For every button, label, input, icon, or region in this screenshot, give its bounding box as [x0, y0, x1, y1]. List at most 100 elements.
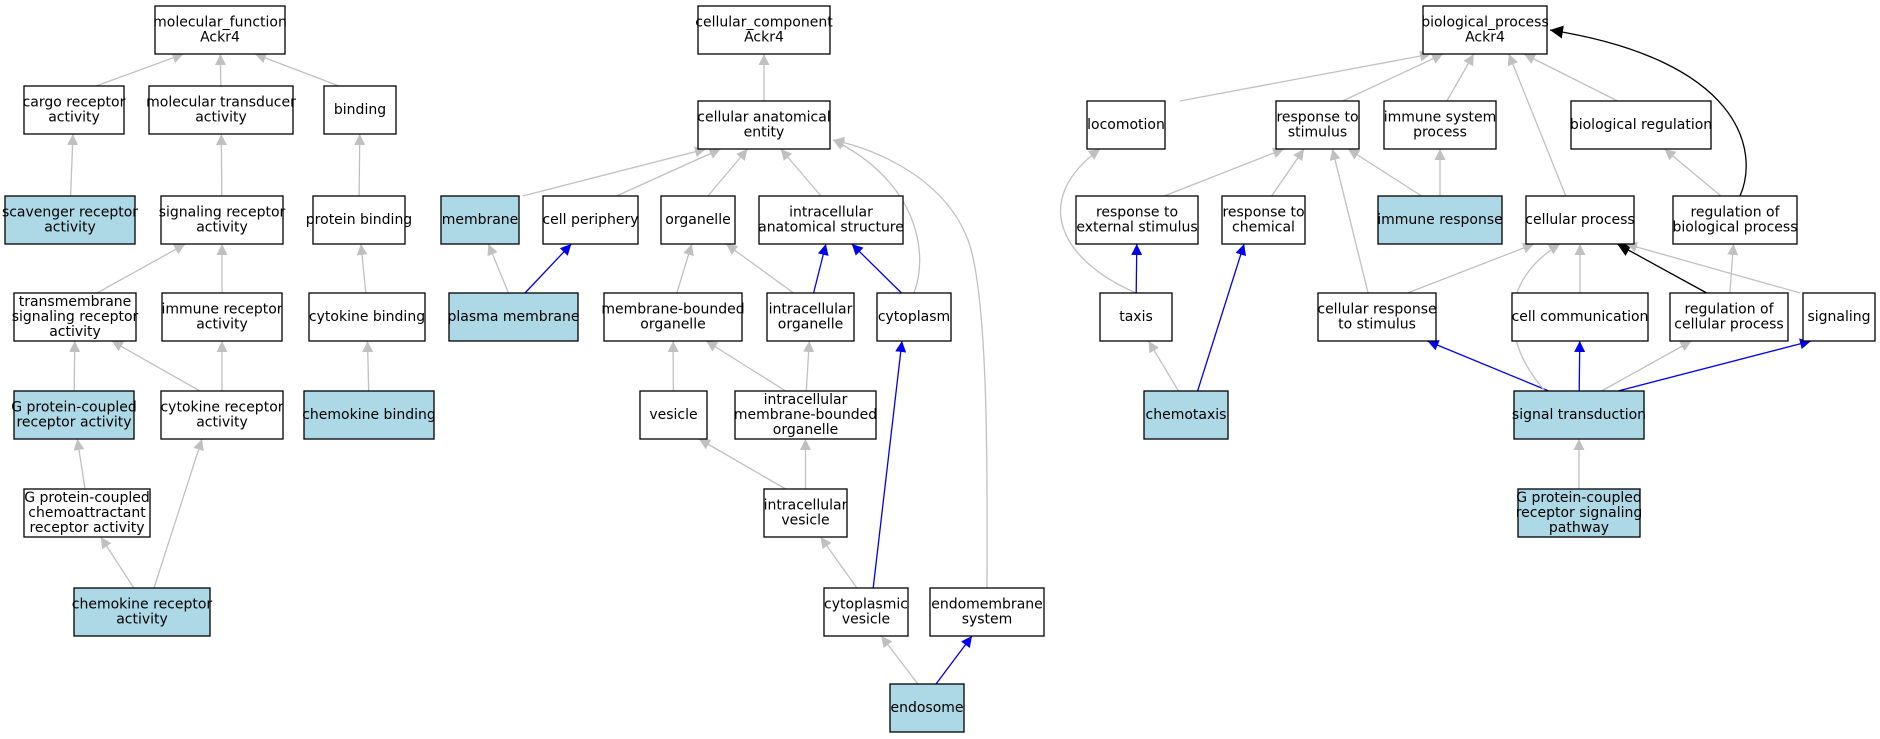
- node-box: [876, 292, 952, 342]
- node-label-line: cytokine binding: [309, 309, 425, 325]
- node-label-line: scavenger receptor: [2, 205, 138, 221]
- node-label-line: response to: [1276, 110, 1358, 126]
- edge-sigtrans-to-regcell: [1601, 340, 1692, 392]
- node-gpcrchemo[interactable]: G protein-coupledchemoattractantreceptor…: [23, 488, 151, 538]
- edge-tmsig-to-sigrec: [96, 243, 186, 294]
- node-label-line: activity: [116, 612, 168, 628]
- edge-endosome-to-cytves: [880, 635, 919, 685]
- node-chemobind[interactable]: chemokine binding: [302, 390, 436, 440]
- node-box: [303, 390, 435, 440]
- node-label-line: vesicle: [781, 513, 829, 529]
- node-box: [4, 195, 136, 245]
- node-sigtrans[interactable]: signal transduction: [1512, 390, 1646, 440]
- edge-cytbind-to-protbind: [356, 243, 368, 294]
- node-label-line: anatomical structure: [758, 220, 904, 236]
- node-label-line: immune system: [1384, 110, 1497, 126]
- node-protbind[interactable]: protein binding: [306, 195, 412, 245]
- node-box: [312, 195, 406, 245]
- edge-imbo-to-mbo: [705, 340, 786, 392]
- node-box: [1517, 488, 1641, 538]
- node-label-line: receptor activity: [29, 520, 144, 536]
- node-label-line: molecular_function: [153, 15, 287, 31]
- node-box: [1099, 292, 1173, 342]
- node-binding[interactable]: binding: [323, 85, 397, 135]
- node-box: [73, 587, 211, 637]
- edge-sigtrans-to-signaling: [1617, 338, 1812, 392]
- edge-sigrec-to-moltrans: [215, 133, 227, 197]
- node-locomotion[interactable]: locomotion: [1086, 100, 1166, 150]
- node-endosome[interactable]: endosome: [889, 683, 965, 733]
- node-label-line: activity: [48, 110, 100, 126]
- node-box: [1511, 292, 1649, 342]
- node-label-line: signaling receptor: [12, 309, 139, 325]
- node-label-line: locomotion: [1087, 117, 1165, 133]
- node-signaling[interactable]: signaling: [1802, 292, 1876, 342]
- node-cellcomm[interactable]: cell communication: [1511, 292, 1649, 342]
- node-box: [1669, 292, 1789, 342]
- node-label-line: Ackr4: [744, 30, 784, 46]
- node-label-line: chemoattractant: [28, 505, 146, 521]
- node-box: [889, 683, 965, 733]
- node-organelle[interactable]: organelle: [660, 195, 736, 245]
- node-label-line: transmembrane: [19, 294, 132, 310]
- node-label-line: receptor activity: [16, 415, 131, 431]
- node-box: [697, 5, 831, 55]
- node-chemotaxis[interactable]: chemotaxis: [1143, 390, 1229, 440]
- edge-cellresp-to-cellproc: [1407, 242, 1535, 294]
- node-box: [1525, 195, 1635, 245]
- node-label-line: cellular process: [1674, 317, 1783, 333]
- edge-endomem-to-cae: [832, 136, 988, 589]
- edge-cargo-to-mf: [95, 52, 184, 87]
- node-immresp[interactable]: immune response: [1377, 195, 1503, 245]
- node-taxis[interactable]: taxis: [1099, 292, 1173, 342]
- edge-respstim-to-bp: [1342, 53, 1444, 102]
- node-box: [823, 587, 909, 637]
- node-cytbind[interactable]: cytokine binding: [308, 292, 426, 342]
- node-cellproc[interactable]: cellular process: [1525, 195, 1635, 245]
- edge-endosome-to-endomem: [935, 635, 973, 685]
- node-label-line: signal transduction: [1512, 407, 1646, 423]
- node-box: [1570, 100, 1712, 150]
- node-label-line: response to: [1222, 205, 1304, 221]
- node-label-line: activity: [49, 324, 101, 340]
- node-plasma[interactable]: plasma membrane: [448, 292, 580, 342]
- node-bioreg[interactable]: biological regulation: [1570, 100, 1712, 150]
- node-label-line: organelle: [665, 212, 730, 228]
- node-cellper[interactable]: cell periphery: [542, 195, 639, 245]
- node-box: [448, 292, 579, 342]
- node-membrane[interactable]: membrane: [440, 195, 520, 245]
- edge-binding-to-mf: [254, 52, 340, 87]
- node-box: [160, 195, 284, 245]
- node-box: [639, 390, 708, 440]
- node-vesicle[interactable]: vesicle: [639, 390, 708, 440]
- node-cytoplasm[interactable]: cytoplasm: [876, 292, 952, 342]
